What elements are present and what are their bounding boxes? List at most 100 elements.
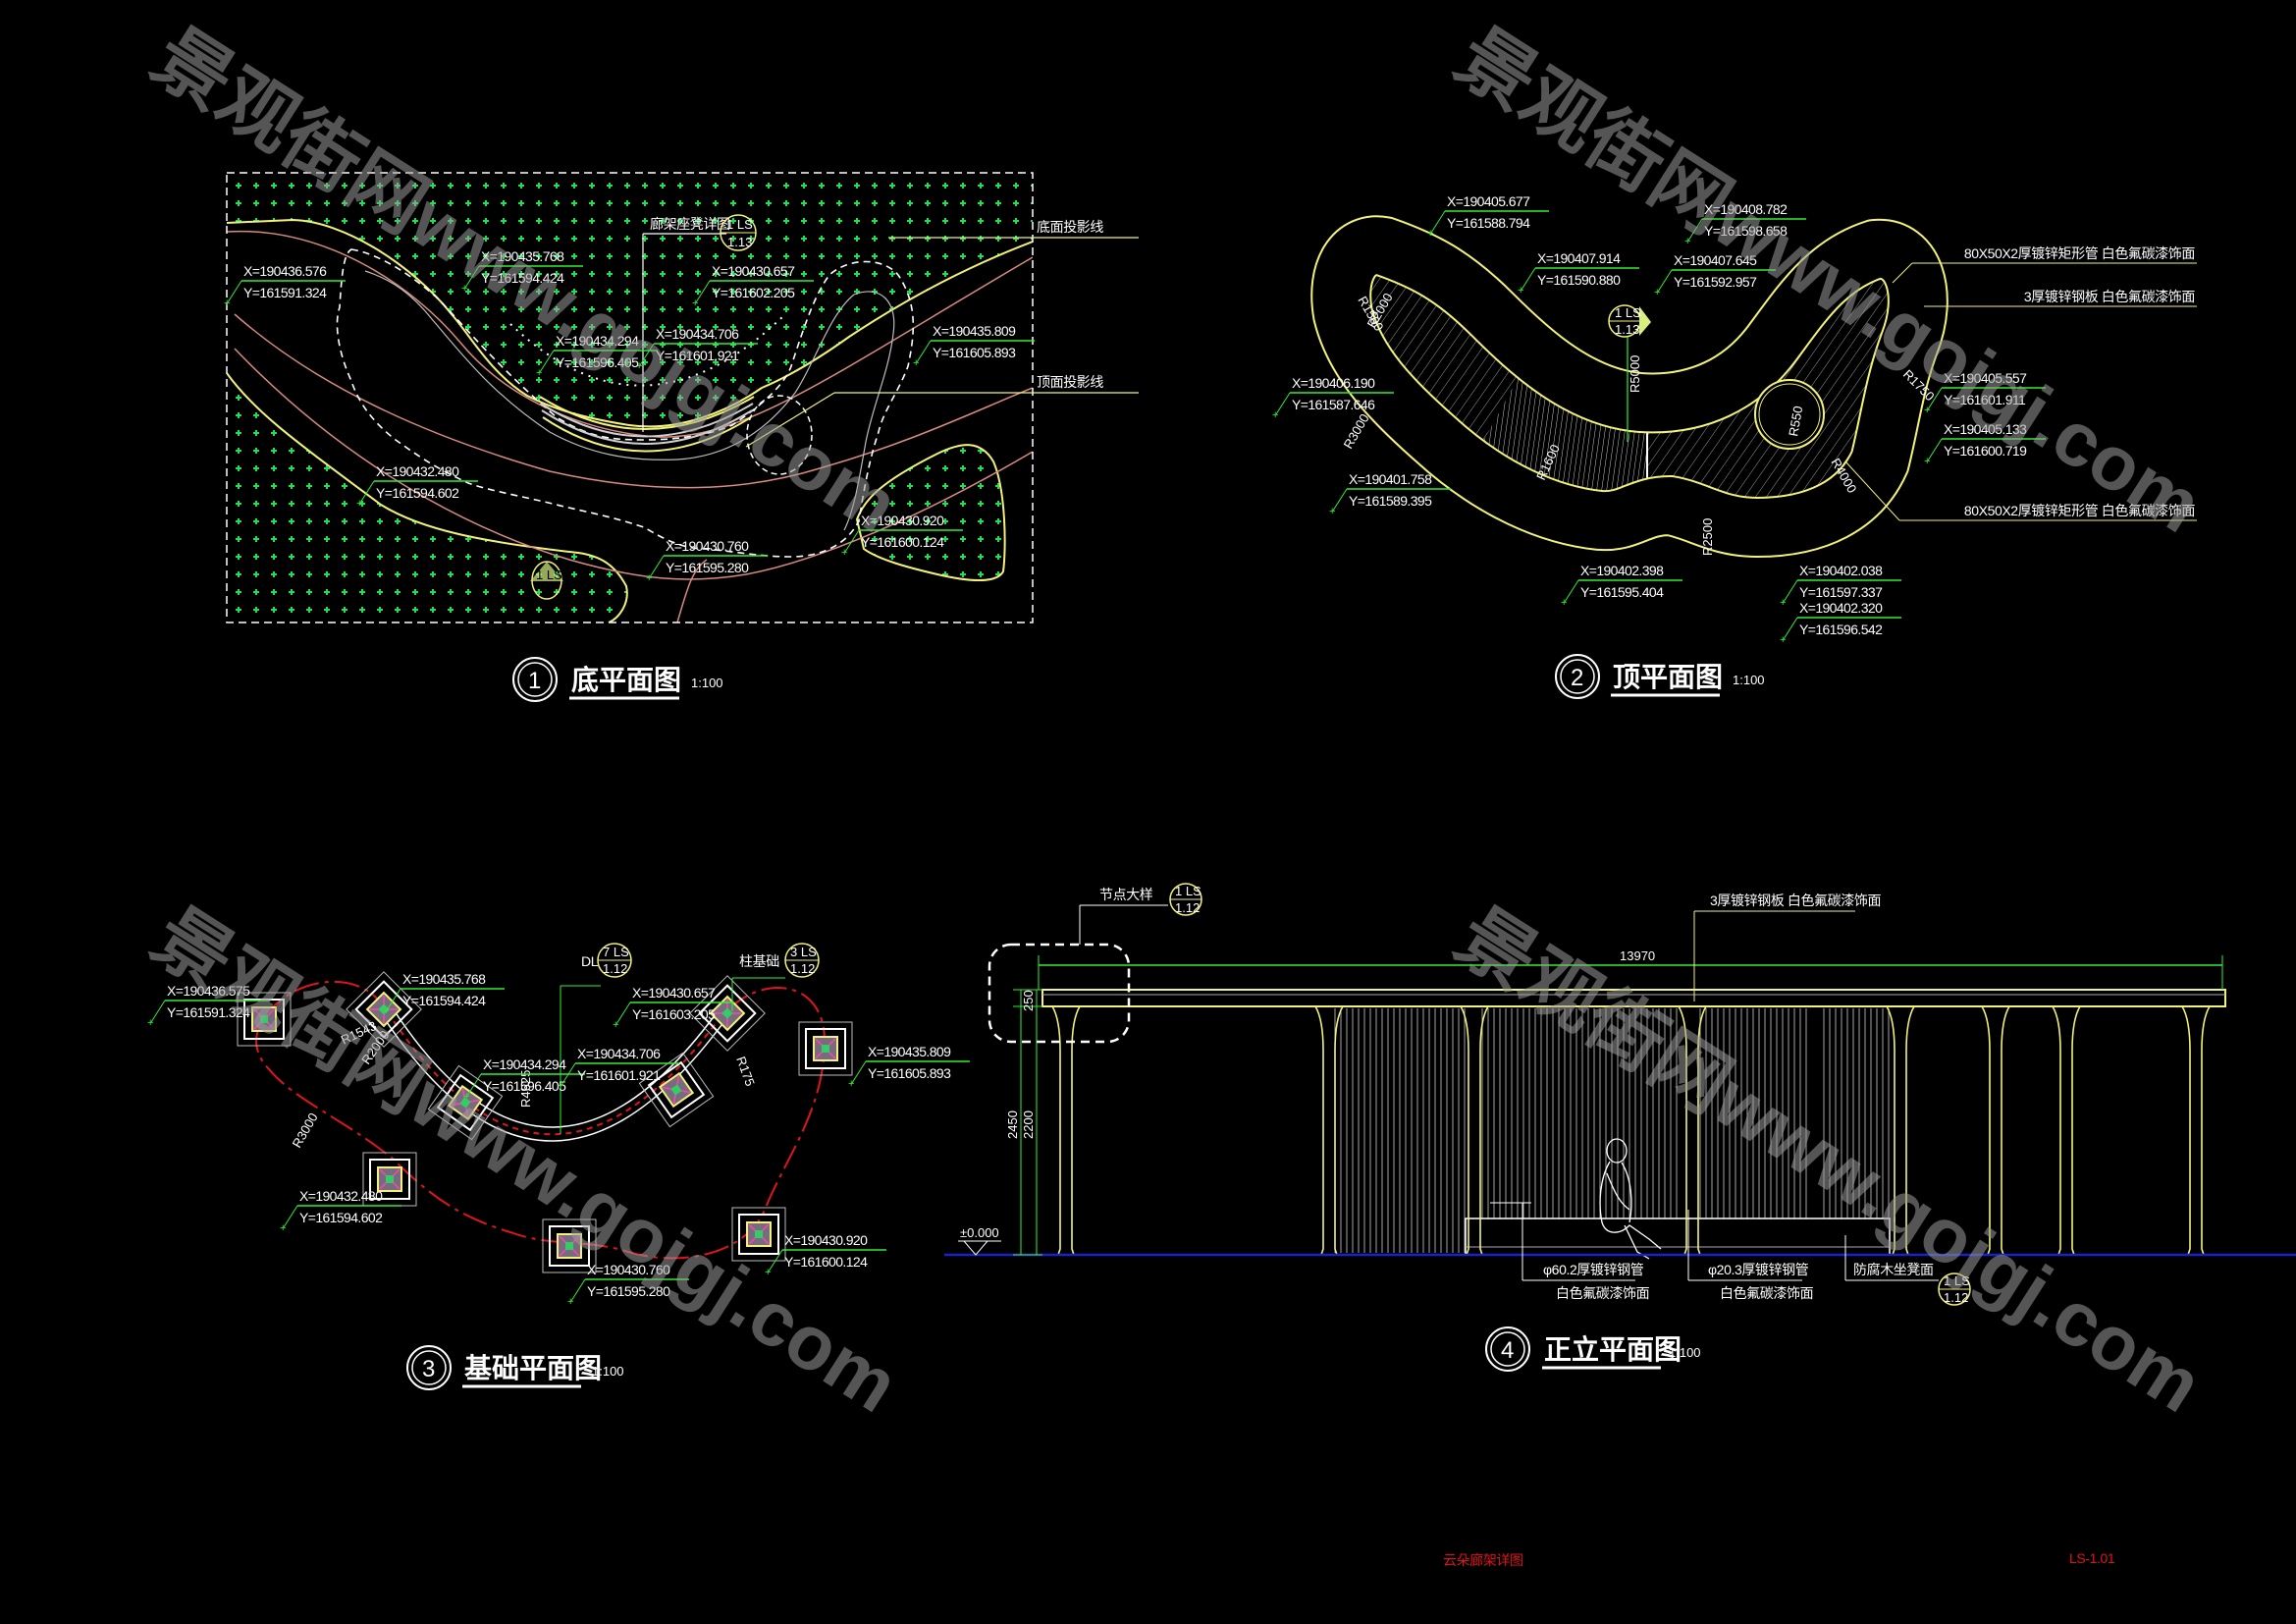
survey-point-icon: + bbox=[280, 1222, 286, 1234]
path-edge-bottom bbox=[227, 372, 628, 623]
dim-radius: R175 bbox=[733, 1055, 758, 1088]
coordinate-leader bbox=[1687, 218, 1703, 242]
note-pipe-20: φ20.3厚镀锌钢管 bbox=[1708, 1262, 1809, 1277]
coordinate-leader bbox=[844, 529, 860, 553]
coordinate-x: X=190402.038 bbox=[1799, 563, 1883, 578]
drawing-title: 正立平面图 bbox=[1544, 1333, 1682, 1365]
coordinate-x: X=190407.914 bbox=[1537, 250, 1621, 266]
coordinate-x: X=190430.657 bbox=[632, 985, 716, 1001]
callout-top: 7 LS bbox=[603, 945, 629, 959]
coordinate-y: Y=161590.880 bbox=[1537, 272, 1621, 288]
overall-dimension: 13970 bbox=[1038, 948, 2223, 990]
survey-point-icon: + bbox=[1684, 236, 1690, 247]
coordinate-leader bbox=[851, 1060, 867, 1084]
note-pipe-60-finish: 白色氟碳漆饰面 bbox=[1556, 1285, 1650, 1301]
coordinate-leader bbox=[615, 1001, 631, 1025]
coordinate-y: Y=161595.404 bbox=[1580, 584, 1664, 600]
coordinate-y: Y=161598.658 bbox=[1704, 223, 1788, 239]
survey-point-icon: + bbox=[1924, 405, 1930, 416]
coordinate-x: X=190436.576 bbox=[243, 263, 327, 279]
callout-top: 1 LS bbox=[1175, 884, 1201, 898]
detail-boundary[interactable] bbox=[988, 943, 1131, 1044]
coordinate-leader bbox=[768, 1249, 783, 1272]
coordinate-leader bbox=[1332, 488, 1348, 512]
plan-1-title: 1 底平面图 1:100 bbox=[512, 657, 723, 702]
coordinate-y: Y=161601.911 bbox=[1944, 392, 2026, 407]
plan-2-title: 2 顶平面图 1:100 bbox=[1555, 654, 1765, 699]
column bbox=[2181, 1005, 2211, 1256]
section-marker[interactable]: 1 LS bbox=[530, 561, 563, 600]
coordinate-leader bbox=[283, 1205, 298, 1228]
marker-label: 1 LS bbox=[536, 568, 562, 582]
note-leader bbox=[1844, 460, 1900, 521]
survey-point-icon: + bbox=[1427, 228, 1433, 240]
drawing-number: 1 bbox=[528, 668, 541, 694]
walkway-outline bbox=[336, 248, 915, 558]
drawing-scale: 1:100 bbox=[1733, 673, 1765, 687]
note-leader bbox=[745, 392, 835, 448]
bench-detail-callout[interactable]: 1 LS 1.12 bbox=[1938, 1272, 1971, 1306]
coordinate-x: X=190434.706 bbox=[577, 1046, 661, 1061]
coordinate-leader bbox=[649, 555, 665, 578]
note-top-projection: 顶面投影线 bbox=[1037, 374, 1103, 390]
dim-radius: R4625 bbox=[518, 1070, 533, 1108]
north-section-marker[interactable]: 1 LS 1.13 bbox=[1608, 304, 1651, 442]
plan-3-title: 3 基础平面图 1:100 bbox=[406, 1345, 624, 1390]
coordinate-y: Y=161594.602 bbox=[299, 1210, 383, 1225]
coordinate-leader bbox=[1521, 267, 1536, 291]
survey-point-icon: + bbox=[147, 1017, 153, 1029]
contour-line bbox=[234, 313, 1033, 489]
coordinate-y: Y=161605.893 bbox=[933, 345, 1016, 360]
coordinate-leader bbox=[639, 343, 655, 366]
callout-bottom: 1.13 bbox=[1615, 322, 1639, 337]
coordinate-leader bbox=[1927, 438, 1943, 461]
detail-label: 节点大样 bbox=[1099, 887, 1153, 902]
contour-line bbox=[676, 559, 708, 623]
coordinate-x: X=190434.706 bbox=[656, 326, 739, 342]
callout-top: 1 LS bbox=[1944, 1273, 1970, 1288]
coordinate-x: X=190408.782 bbox=[1704, 201, 1788, 217]
callout-label: 柱基础 bbox=[739, 953, 779, 969]
callout-label: 廊架座凳详图 bbox=[650, 216, 730, 232]
coordinate-x: X=190405.557 bbox=[1944, 370, 2027, 386]
contour-line bbox=[234, 348, 1033, 580]
walkway-inner-outline bbox=[364, 270, 895, 531]
coordinate-y: Y=161595.280 bbox=[587, 1283, 670, 1299]
coordinate-y: Y=161594.602 bbox=[376, 485, 459, 501]
coordinate-leader bbox=[570, 1278, 586, 1302]
detail-callout-bubble[interactable]: 3 LS 1.12 bbox=[784, 943, 820, 978]
survey-point-icon: + bbox=[613, 1019, 618, 1031]
coordinate-leader bbox=[1927, 387, 1943, 410]
drawing-scale: 1:100 bbox=[691, 676, 723, 690]
detail-callout-bubble[interactable]: 1 LS 1.12 bbox=[1169, 883, 1202, 916]
detail-callout-bubble[interactable]: 1 LS 1.13 bbox=[720, 214, 757, 251]
coordinate-x: X=190430.657 bbox=[712, 263, 795, 279]
detail-callout-bubble[interactable]: 7 LS 1.12 bbox=[597, 943, 632, 978]
coordinate-x: X=190430.760 bbox=[587, 1262, 670, 1277]
coordinate-y: Y=161601.921 bbox=[656, 348, 739, 363]
coordinate-y: Y=161596.405 bbox=[556, 354, 639, 370]
note-steel-plate: 3厚镀锌钢板 白色氟碳漆饰面 bbox=[2024, 289, 2195, 304]
coordinate-y: Y=161589.395 bbox=[1349, 493, 1432, 509]
coordinate-leader bbox=[150, 1000, 166, 1023]
coordinate-y: Y=161600.124 bbox=[861, 534, 944, 550]
coordinate-x: X=190434.294 bbox=[556, 333, 639, 349]
coordinate-y: Y=161602.205 bbox=[712, 285, 795, 300]
coordinate-y: Y=161597.337 bbox=[1799, 584, 1883, 600]
coordinate-x: X=190401.758 bbox=[1349, 471, 1432, 487]
coordinate-x: X=190432.480 bbox=[376, 463, 459, 479]
